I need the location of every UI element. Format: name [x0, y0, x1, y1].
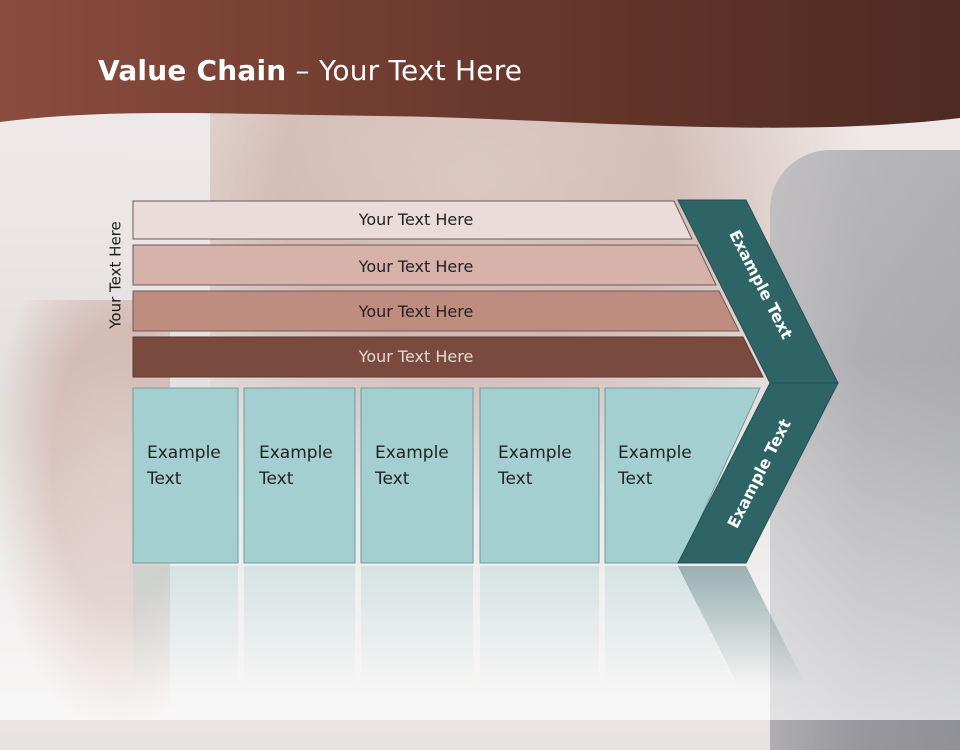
bar-3 [132, 290, 740, 332]
column-5-label-line1: Example [618, 443, 692, 463]
column-1 [132, 387, 239, 564]
column-5-label: Example Text [618, 440, 708, 492]
chevron-lower-reflection [678, 566, 806, 686]
bar-2 [132, 244, 717, 286]
column-3 [360, 387, 474, 564]
column-2 [243, 387, 356, 564]
column-3-label-line1: Example [375, 443, 449, 463]
column-4-label-line1: Example [498, 443, 572, 463]
column-2-label: Example Text [259, 440, 349, 492]
column-2-reflection [244, 566, 355, 686]
chevron-lower [677, 382, 839, 564]
column-4 [479, 387, 600, 564]
bar-4 [132, 336, 764, 378]
bar-1 [132, 200, 693, 240]
column-group [132, 387, 761, 564]
bar-group: Your Text Here Your Text Here Your Text … [132, 200, 764, 378]
column-3-label-line2: Text [375, 469, 410, 489]
column-4-label: Example Text [498, 440, 588, 492]
column-2-label-line1: Example [259, 443, 333, 463]
column-2-label-line2: Text [259, 469, 294, 489]
value-chain-diagram: Your Text Here Your Text Here Your Text … [132, 199, 839, 686]
title-rest: – Your Text Here [286, 54, 523, 87]
column-3-reflection [361, 566, 473, 686]
column-4-label-line2: Text [498, 469, 533, 489]
column-5-reflection [605, 566, 735, 686]
column-1-reflection [133, 566, 238, 686]
bar-4-label: Your Text Here [358, 347, 474, 366]
bar-3-label: Your Text Here [358, 302, 474, 321]
bar-2-label: Your Text Here [358, 257, 474, 276]
column-1-label-line2: Text [147, 469, 182, 489]
column-1-label-line1: Example [147, 443, 221, 463]
title-bold: Value Chain [98, 54, 287, 87]
column-3-label: Example Text [375, 440, 465, 492]
header-band [0, 0, 960, 128]
reflection-group [133, 566, 806, 686]
column-5-label-line2: Text [618, 469, 653, 489]
slide-title: Value Chain – Your Text Here [98, 54, 522, 87]
bar-1-label: Your Text Here [358, 210, 474, 229]
column-1-label: Example Text [147, 440, 237, 492]
column-4-reflection [480, 566, 599, 686]
